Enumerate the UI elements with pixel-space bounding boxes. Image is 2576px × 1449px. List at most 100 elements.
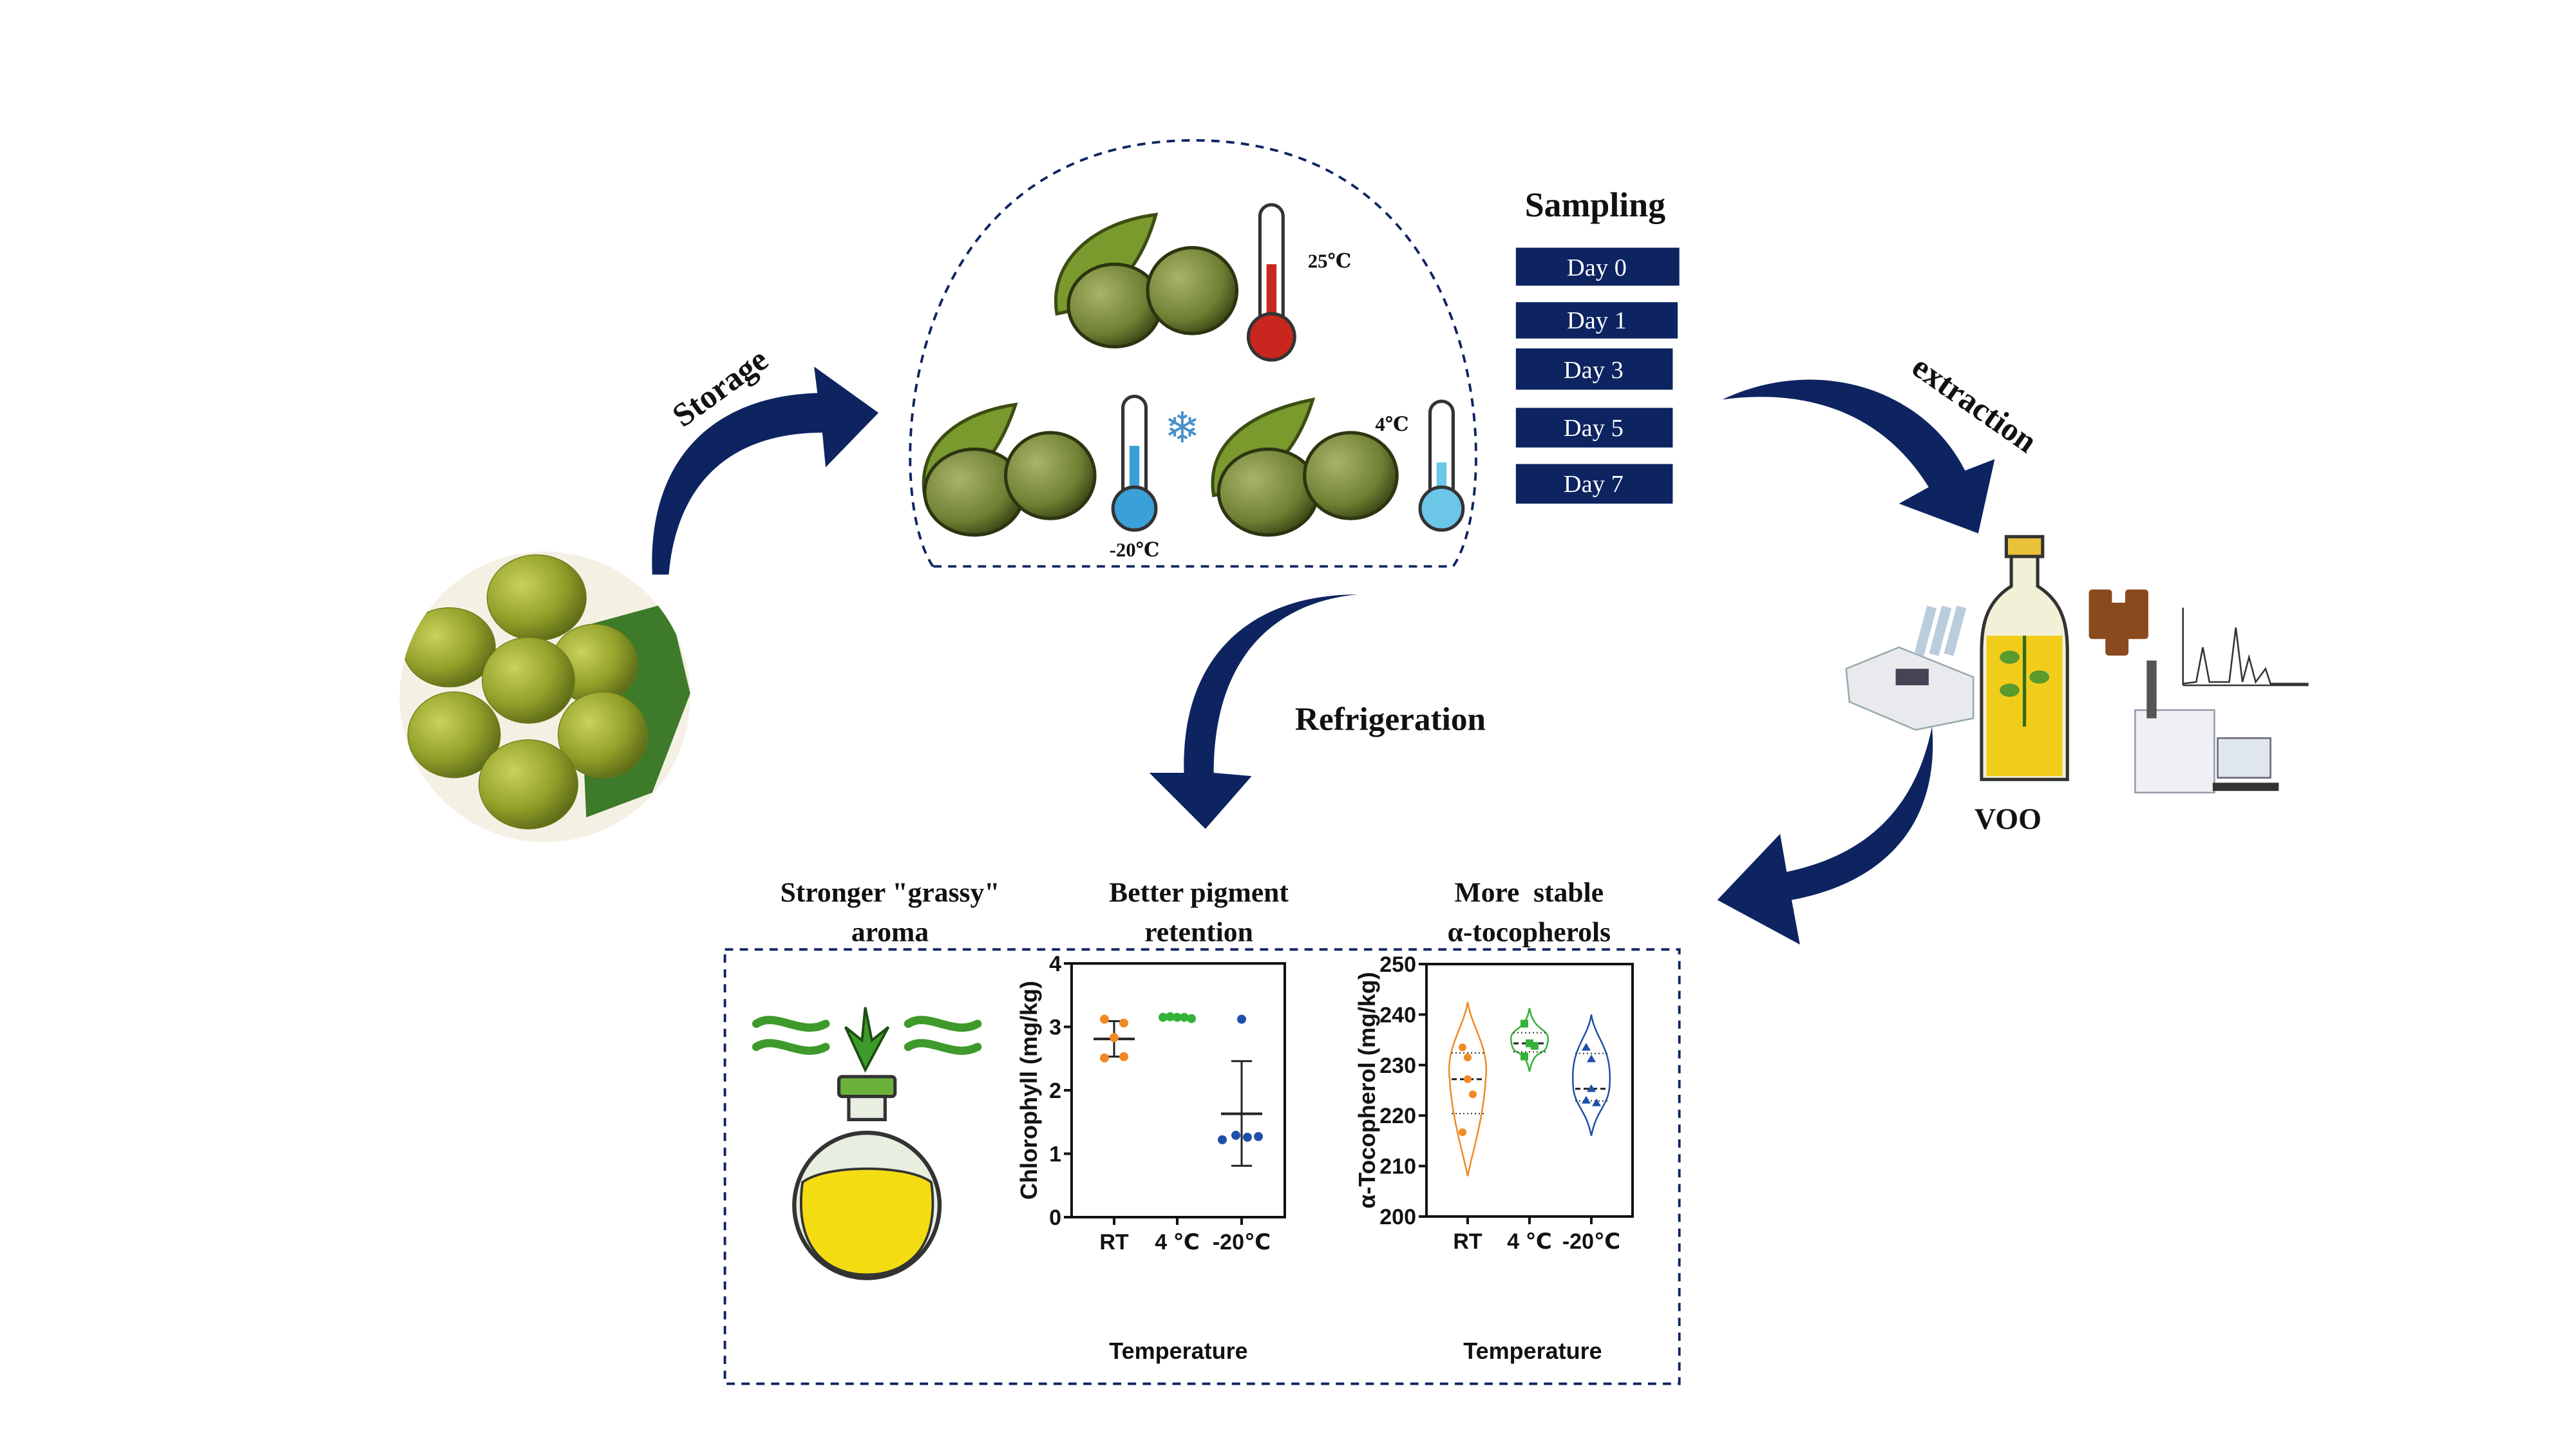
sampling-days: Day 0 Day 1 Day 3 Day 5 Day 7 <box>1515 247 1680 504</box>
data-point <box>1100 1014 1109 1024</box>
y-tick-label: 1 <box>1049 1142 1061 1167</box>
chlorophyll-y-label: Chlorophyll (mg/kg) <box>1016 981 1042 1200</box>
data-point <box>1119 1018 1128 1028</box>
tocopherol-x-label: Temperature <box>1463 1338 1602 1364</box>
sample-vials-icon <box>2088 589 2148 656</box>
finding-tocopherol-line2: α-tocopherols <box>1448 917 1611 948</box>
sampling-title: Sampling <box>1525 185 1665 224</box>
data-point <box>1159 1012 1168 1022</box>
chlorophyll-x-label: Temperature <box>1109 1338 1247 1364</box>
x-tick-label: 4 ℃ <box>1507 1229 1552 1254</box>
gc-instrument-icon <box>2134 660 2279 794</box>
finding-aroma-line1: Stronger "grassy" <box>781 877 1000 908</box>
y-tick-label: 240 <box>1379 1003 1416 1027</box>
data-point <box>1531 1042 1539 1050</box>
return-arrow <box>1717 726 1933 945</box>
day-box <box>1515 408 1673 448</box>
data-point <box>1110 1033 1119 1043</box>
y-tick-label: 200 <box>1379 1205 1416 1229</box>
day-box <box>1515 348 1673 390</box>
data-point <box>1592 1098 1601 1106</box>
data-point <box>1254 1132 1263 1141</box>
plot-frame <box>1070 962 1286 1218</box>
finding-pigment-line1: Better pigment <box>1109 877 1289 908</box>
olives-25c <box>1054 213 1239 349</box>
y-tick-label: 4 <box>1049 952 1061 976</box>
plot-frame <box>1425 963 1634 1218</box>
temp-4-label: 4℃ <box>1375 413 1408 435</box>
y-tick-label: 220 <box>1379 1104 1416 1128</box>
chart-labels: Chlorophyll (mg/kg) Temperature α-Tocoph… <box>1016 972 1602 1364</box>
day-box <box>1515 464 1673 504</box>
data-point <box>1231 1130 1240 1140</box>
day-box <box>1515 302 1678 339</box>
spectrophotometer-icon <box>1845 605 1975 731</box>
thermometer-4c-icon <box>1418 399 1465 532</box>
day-box <box>1515 247 1680 286</box>
data-point <box>1582 1043 1591 1051</box>
data-point <box>1119 1052 1128 1061</box>
chlorophyll-chart: 0 1 2 3 4RT 4 ℃ -20℃ <box>1049 952 1286 1255</box>
data-point <box>1469 1090 1477 1099</box>
data-point <box>1587 1054 1596 1063</box>
x-tick-label: 4 ℃ <box>1155 1230 1200 1255</box>
olives-4c <box>1211 397 1399 537</box>
y-tick-label: 230 <box>1379 1054 1416 1078</box>
grassy-oil-flask-icon <box>752 1007 982 1280</box>
violin-outline <box>1571 1014 1611 1136</box>
data-point <box>1166 1012 1175 1021</box>
snowflake-icon: ❄ <box>1164 405 1200 452</box>
data-point <box>1187 1014 1196 1023</box>
results-box <box>723 948 1681 1385</box>
data-point <box>1520 1052 1528 1061</box>
day-label: Day 0 <box>1567 254 1627 281</box>
y-tick-label: 0 <box>1049 1206 1061 1230</box>
day-label: Day 7 <box>1564 471 1624 498</box>
data-point <box>1180 1012 1189 1022</box>
data-point <box>1237 1014 1246 1024</box>
data-point <box>1173 1012 1182 1022</box>
data-point <box>1520 1019 1528 1028</box>
day-label: Day 1 <box>1567 307 1627 334</box>
thermometer-neg20c-icon <box>1111 394 1158 532</box>
y-tick-label: 250 <box>1379 952 1416 977</box>
data-point <box>1218 1135 1227 1144</box>
extraction-arrow <box>1722 379 1995 534</box>
y-tick-label: 210 <box>1379 1155 1416 1179</box>
voo-label: VOO <box>1975 802 2041 835</box>
temp-neg20-label: -20℃ <box>1110 539 1160 561</box>
violin-outline <box>1448 1001 1488 1177</box>
y-tick-label: 3 <box>1049 1016 1061 1040</box>
temp-25-label: 25℃ <box>1308 250 1352 272</box>
data-point <box>1587 1084 1596 1092</box>
x-tick-label: -20℃ <box>1562 1229 1620 1254</box>
thermometer-25c-icon <box>1246 203 1296 362</box>
refrigeration-arrow <box>1149 594 1358 829</box>
storage-arrow <box>652 366 879 575</box>
finding-aroma-line2: aroma <box>851 917 929 948</box>
data-point <box>1100 1053 1109 1063</box>
data-point <box>1459 1043 1466 1052</box>
x-tick-label: -20℃ <box>1213 1230 1271 1255</box>
data-point <box>1582 1095 1591 1104</box>
olives-neg20c <box>922 402 1097 537</box>
storage-conditions-dome <box>909 139 1477 568</box>
chromatogram-icon <box>2182 607 2309 687</box>
finding-tocopherol-line1: More stable <box>1455 877 1604 908</box>
tocopherol-y-label: α-Tocopherol (mg/kg) <box>1354 972 1380 1208</box>
day-label: Day 3 <box>1564 357 1624 384</box>
day-label: Day 5 <box>1564 415 1624 442</box>
data-point <box>1459 1128 1466 1137</box>
x-tick-label: RT <box>1453 1229 1482 1254</box>
olive-photo <box>399 551 690 842</box>
y-tick-label: 2 <box>1049 1079 1061 1103</box>
data-point <box>1464 1054 1472 1062</box>
olive-oil-bottle-icon <box>1980 535 2069 781</box>
data-point <box>1464 1075 1472 1083</box>
refrigeration-label: Refrigeration <box>1295 701 1486 737</box>
violin-outline <box>1510 1008 1549 1072</box>
data-point <box>1243 1132 1252 1142</box>
x-tick-label: RT <box>1099 1230 1129 1255</box>
